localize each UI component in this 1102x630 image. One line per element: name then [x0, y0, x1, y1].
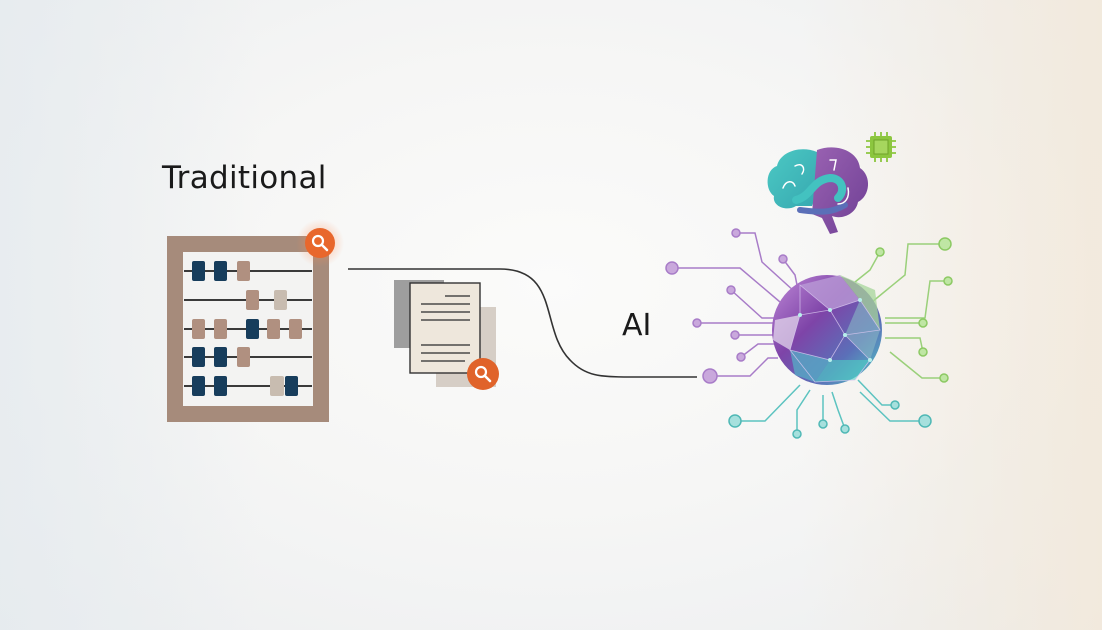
traditional-label: Traditional: [162, 160, 327, 196]
connector-line: [348, 268, 697, 378]
circuit-traces: [672, 232, 948, 434]
abacus-icon: [167, 236, 329, 422]
circuit-nodes: [665, 228, 953, 439]
ai-label: AI: [622, 308, 652, 343]
document-magnifier-icon: [394, 280, 499, 390]
search-icon: [296, 219, 344, 267]
neural-sphere-icon: [772, 275, 882, 385]
chip-icon: [866, 132, 896, 162]
brain-icon: [767, 147, 869, 234]
